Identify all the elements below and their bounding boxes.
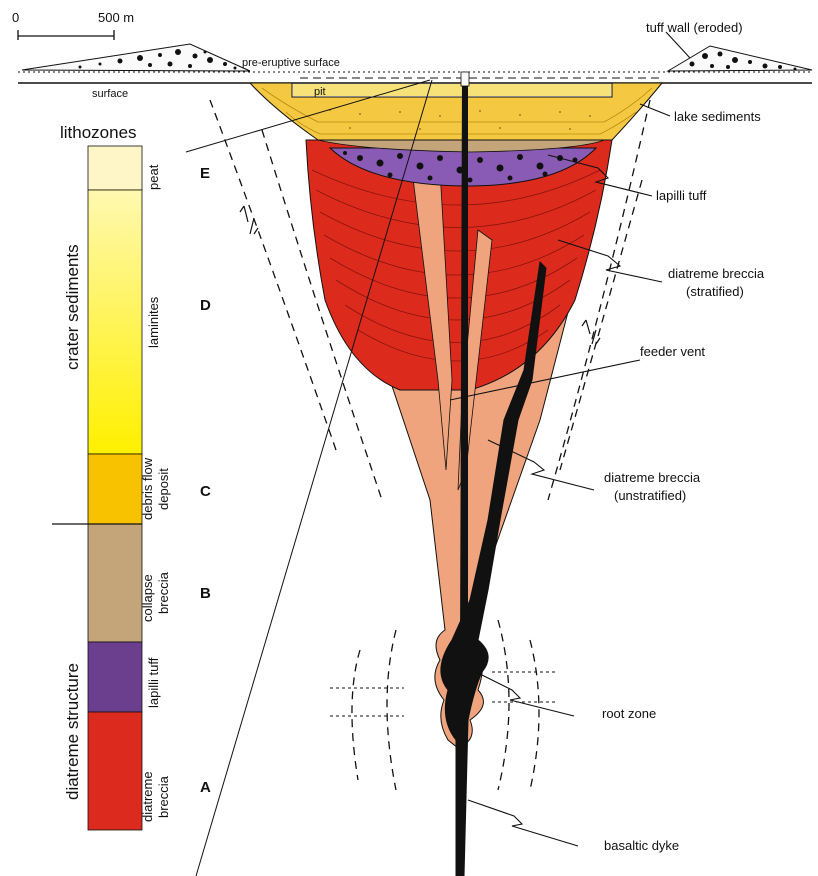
zone-label-peat: peat bbox=[146, 164, 161, 190]
zone-letter-c: C bbox=[200, 483, 211, 500]
zone-debris-flow bbox=[88, 454, 142, 524]
lithozones-title: lithozones bbox=[60, 123, 137, 142]
tuff-wall-right bbox=[668, 46, 812, 71]
zone-label-diatreme-2: breccia bbox=[156, 775, 171, 818]
feeder-vent-label: feeder vent bbox=[640, 344, 705, 359]
pre-eruptive-surface-label: pre-eruptive surface bbox=[242, 57, 340, 69]
zone-letter-d: D bbox=[200, 297, 211, 314]
zone-letter-b: B bbox=[200, 585, 211, 602]
zone-lapilli-tuff bbox=[88, 642, 142, 712]
breccia-unstratified-label-2: (unstratified) bbox=[614, 488, 686, 503]
breccia-stratified-label-2: (stratified) bbox=[686, 284, 744, 299]
breccia-unstratified-label-1: diatreme breccia bbox=[604, 470, 701, 485]
zone-diatreme-breccia bbox=[88, 712, 142, 830]
tuff-wall-left bbox=[22, 44, 250, 71]
zone-peat bbox=[88, 146, 142, 190]
zone-label-debris-flow-2: deposit bbox=[156, 468, 171, 510]
basaltic-dyke-label: basaltic dyke bbox=[604, 838, 679, 853]
zone-label-diatreme-1: diatreme bbox=[140, 771, 155, 822]
zone-letter-a: A bbox=[200, 779, 211, 796]
tuff-wall-label: tuff wall (eroded) bbox=[646, 20, 743, 35]
scale-zero-label: 0 bbox=[12, 10, 19, 25]
group-label-crater-sediments: crater sediments bbox=[63, 244, 82, 370]
zone-collapse-breccia bbox=[88, 524, 142, 642]
surface-label: surface bbox=[92, 88, 128, 100]
root-zone-label: root zone bbox=[602, 706, 656, 721]
zone-label-debris-flow-1: debris flow bbox=[140, 457, 155, 520]
zone-label-laminites: laminites bbox=[146, 296, 161, 348]
zone-label-collapse-2: breccia bbox=[156, 571, 171, 614]
group-label-diatreme-structure: diatreme structure bbox=[63, 663, 82, 800]
zone-label-collapse-1: collapse bbox=[140, 574, 155, 622]
scale-bar-label: 500 m bbox=[98, 10, 134, 25]
pit-label: pit bbox=[314, 86, 326, 98]
breccia-stratified-label-1: diatreme breccia bbox=[668, 266, 765, 281]
zone-letter-e: E bbox=[200, 165, 210, 182]
lake-sediments-label: lake sediments bbox=[674, 109, 761, 124]
scale-bar: 0 500 m bbox=[12, 10, 134, 40]
laminites-gradient bbox=[89, 191, 142, 454]
zone-label-lapilli-tuff: lapilli tuff bbox=[146, 657, 161, 708]
lapilli-tuff-label: lapilli tuff bbox=[656, 188, 707, 203]
drill-rig-icon bbox=[461, 72, 469, 86]
